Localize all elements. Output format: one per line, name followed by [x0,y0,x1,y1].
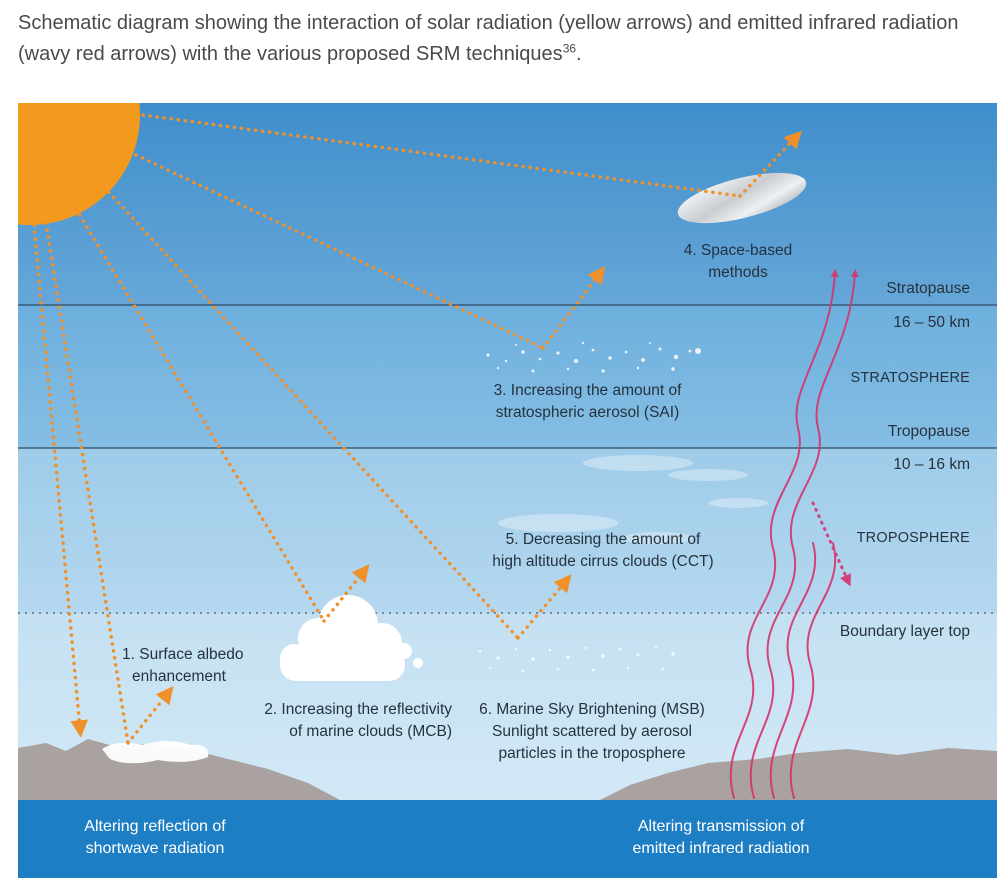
footer-infrared: Altering transmission of emitted infrare… [606,816,836,860]
label-cirrus-clouds: 5. Decreasing the amount of high altitud… [472,529,734,573]
stratospheric-aerosol [486,341,701,373]
ir-wave-1 [729,269,839,799]
caption-reference[interactable]: 36 [562,41,577,56]
ocean-band [18,800,997,878]
albedo-patch [102,741,209,764]
infrared-arrows [729,269,859,799]
solar-to-surface-a [32,223,88,738]
footer-shortwave-line1: Altering reflection of [84,818,226,835]
solar-to-cirrus [102,185,520,640]
solar-to-marine-cloud [74,207,326,623]
label-stratospheric-aerosol: 3. Increasing the amount of stratospheri… [470,380,705,424]
right-land [600,748,997,800]
footer-shortwave-line2: shortwave radiation [85,840,225,857]
footer-infrared-line1: Altering transmission of [637,818,805,835]
ir-wave-4 [789,542,836,799]
label-stratosphere: STRATOSPHERE [850,370,970,386]
troposphere-layer [18,448,997,613]
label-surface-albedo: 1. Surface albedo enhancement [122,644,244,688]
label-marine-sky-brightening: 6. Marine Sky Brightening (MSB) Sunlight… [465,699,719,765]
stratosphere-layer [18,305,997,448]
left-land [18,739,340,800]
footer-infrared-line2: emitted infrared radiation [632,840,810,857]
solar-to-space-mirror [141,113,742,198]
label-cirrus-clouds-line1: 5. Decreasing the amount of [505,531,701,548]
label-msb-line3: particles in the troposphere [498,745,686,762]
solar-from-cirrus [516,574,572,640]
label-msb-line1: 6. Marine Sky Brightening (MSB) [479,701,705,718]
label-boundary-layer-top: Boundary layer top [839,623,970,640]
label-marine-clouds-line2: of marine clouds (MCB) [289,723,452,740]
caption-end: . [576,43,582,65]
label-cirrus-clouds-line2: high altitude cirrus clouds (CCT) [492,553,714,570]
label-stratosphere-range: 16 – 50 km [893,314,970,331]
label-space-based-line1: 4. Space-based [683,242,793,259]
solar-arrows [32,113,803,745]
label-space-based-line2: methods [708,264,768,281]
solar-to-surface-b [44,221,130,745]
solar-from-mirror [738,130,803,198]
label-troposphere: TROPOSPHERE [856,530,970,546]
label-surface-albedo-line1: 1. Surface albedo [122,646,244,663]
cirrus-clouds [498,455,768,544]
label-marine-clouds: 2. Increasing the reflectivity of marine… [232,699,452,743]
label-surface-albedo-line2: enhancement [132,668,226,685]
solar-from-aerosol [541,266,606,350]
ir-wave-2 [749,269,859,799]
label-stratospheric-aerosol-line2: stratospheric aerosol (SAI) [495,404,680,421]
tropospheric-aerosol [478,645,675,673]
label-tropopause: Tropopause [887,423,970,440]
figure-caption: Schematic diagram showing the interactio… [18,8,978,70]
ir-reflected [811,501,852,587]
solar-to-aerosol [134,153,545,350]
space-layer [18,103,997,305]
ir-wave-3 [769,542,816,799]
caption-text: Schematic diagram showing the interactio… [18,12,959,65]
label-space-based: 4. Space-based methods [668,240,808,284]
label-stratospheric-aerosol-line1: 3. Increasing the amount of [493,382,682,399]
diagram-graphic [18,103,997,878]
label-msb-line2: Sunlight scattered by aerosol [492,723,692,740]
sun [18,103,140,225]
footer-shortwave: Altering reflection of shortwave radiati… [55,816,255,860]
space-mirror [677,172,807,224]
label-marine-clouds-line1: 2. Increasing the reflectivity [264,701,452,718]
srm-diagram: 1. Surface albedo enhancement 2. Increas… [18,103,997,878]
label-stratopause: Stratopause [886,280,970,297]
label-troposphere-range: 10 – 16 km [893,456,970,473]
